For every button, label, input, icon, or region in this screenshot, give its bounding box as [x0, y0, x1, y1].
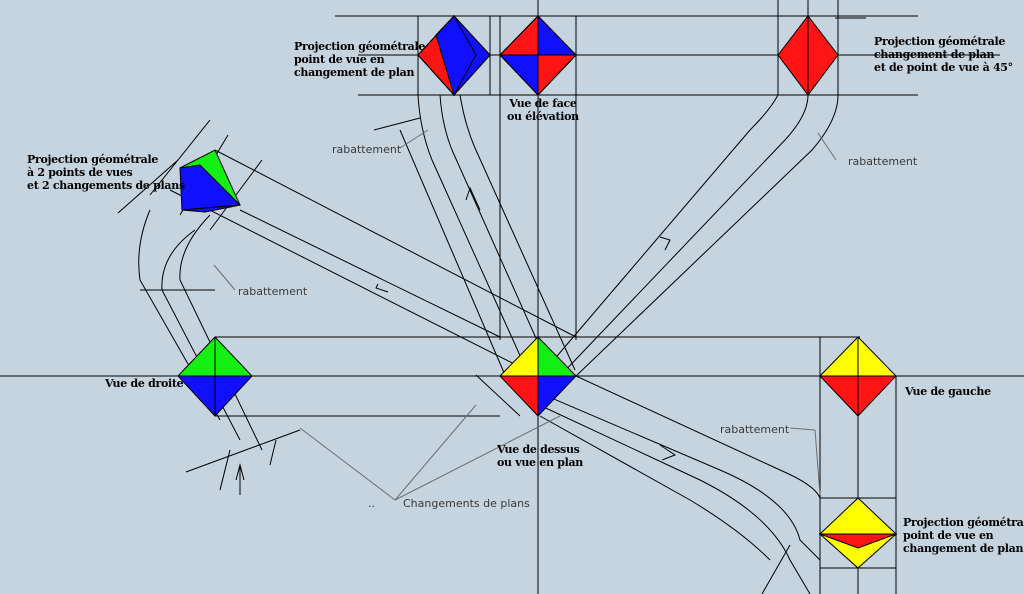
- annotation-rabattement-1: rabattement: [332, 143, 402, 156]
- label-line: ou vue en plan: [497, 456, 584, 469]
- diamond-bottom-right: [818, 497, 898, 569]
- label-line: ou élévation: [507, 110, 579, 123]
- label-face-view: Vue de face ou élévation: [507, 97, 579, 123]
- label-line: Projection géométrale: [874, 35, 1006, 48]
- label-line: et 2 changements de plans: [27, 179, 185, 192]
- label-right-view: Vue de droite: [105, 377, 184, 390]
- annotation-rabattement-4: rabattement: [720, 423, 790, 436]
- label-line: à 2 points de vues: [27, 166, 133, 179]
- diamond-left-view: [818, 336, 898, 417]
- label-line: point de vue en: [903, 529, 994, 542]
- label-proj-top-right: Projection géométrale changement de plan…: [874, 35, 1013, 74]
- annotation-changements: Changements de plans: [403, 497, 530, 510]
- diamond-top-right: [777, 15, 839, 96]
- label-line: point de vue en: [294, 53, 385, 66]
- diamond-right-view: [176, 336, 254, 417]
- diamond-face: [498, 14, 578, 97]
- annotation-rabattement-3: rabattement: [238, 285, 308, 298]
- label-proj-bottom-right: Projection géométrale point de vue en ch…: [903, 516, 1024, 555]
- label-proj-two-points: Projection géométrale à 2 points de vues…: [27, 153, 185, 192]
- label-line: changement de plan: [903, 542, 1024, 555]
- diamond-top-view: [498, 335, 578, 418]
- label-line: Projection géométrale: [903, 516, 1024, 529]
- annotation-rabattement-2: rabattement: [848, 155, 918, 168]
- label-line: changement de plan: [874, 48, 995, 61]
- label-line: changement de plan: [294, 66, 415, 79]
- leader-lines: [213, 129, 837, 501]
- diamond-top-left: [417, 14, 491, 97]
- label-line: Projection géométrale: [294, 40, 426, 53]
- annotation-dots: ..: [368, 497, 375, 510]
- diamond-two-points: [179, 149, 242, 213]
- label-line: Vue de face: [509, 97, 577, 110]
- label-left-view: Vue de gauche: [905, 385, 991, 398]
- label-line: Projection géométrale: [27, 153, 159, 166]
- label-proj-top-left: Projection géométrale point de vue en ch…: [294, 40, 425, 79]
- label-line: Vue de dessus: [497, 443, 580, 456]
- label-line: et de point de vue à 45°: [874, 61, 1013, 74]
- label-top-view: Vue de dessus ou vue en plan: [497, 443, 583, 469]
